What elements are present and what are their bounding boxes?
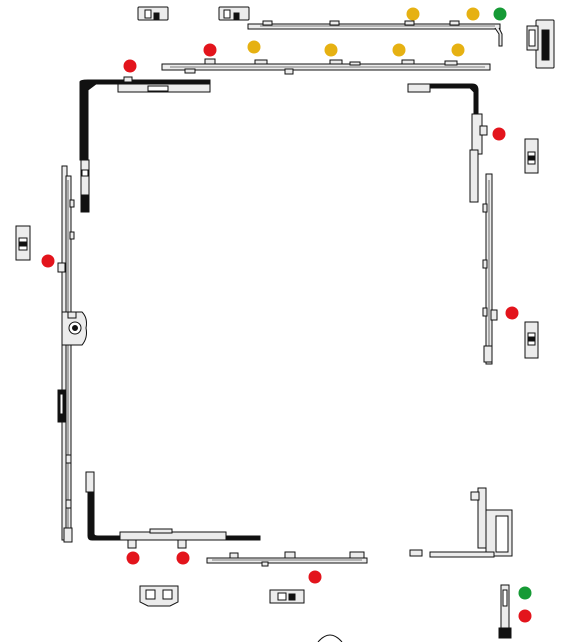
bottom-right-vertical-bar: [498, 584, 512, 639]
top-right-corner-drive: [407, 83, 488, 203]
red-marker: [123, 59, 137, 73]
red-marker: [176, 551, 190, 565]
markers: [41, 7, 532, 623]
red-marker: [505, 306, 519, 320]
left-espagnolette: [57, 165, 87, 543]
yellow-marker: [406, 7, 420, 21]
yellow-marker: [451, 43, 465, 57]
left-striker: [15, 225, 31, 261]
bottom-keep-plate: [139, 585, 179, 607]
green-marker: [493, 7, 507, 21]
yellow-marker: [466, 7, 480, 21]
yellow-marker: [324, 43, 338, 57]
right-striker-upper: [524, 138, 539, 174]
right-vertical-rail: [482, 173, 498, 365]
red-marker: [203, 43, 217, 57]
top-striker-left: [137, 6, 169, 21]
red-marker: [126, 551, 140, 565]
right-striker-lower: [524, 321, 539, 359]
red-marker: [308, 570, 322, 584]
yellow-marker: [392, 43, 406, 57]
top-striker-right: [218, 6, 250, 21]
bottom-partial-circle: [317, 634, 343, 642]
red-marker: [41, 254, 55, 268]
bottom-striker: [269, 589, 305, 604]
bottom-right-corner-drive: [409, 487, 513, 558]
bottom-left-corner-drive: [85, 471, 261, 549]
yellow-marker: [247, 40, 261, 54]
red-marker: [492, 127, 506, 141]
top-upper-rail: [247, 20, 503, 47]
top-left-corner-drive: [79, 76, 211, 213]
green-marker: [518, 586, 532, 600]
bottom-rail: [206, 551, 368, 567]
red-marker: [518, 609, 532, 623]
top-right-lock-block: [526, 19, 555, 69]
top-lower-rail: [161, 58, 491, 75]
